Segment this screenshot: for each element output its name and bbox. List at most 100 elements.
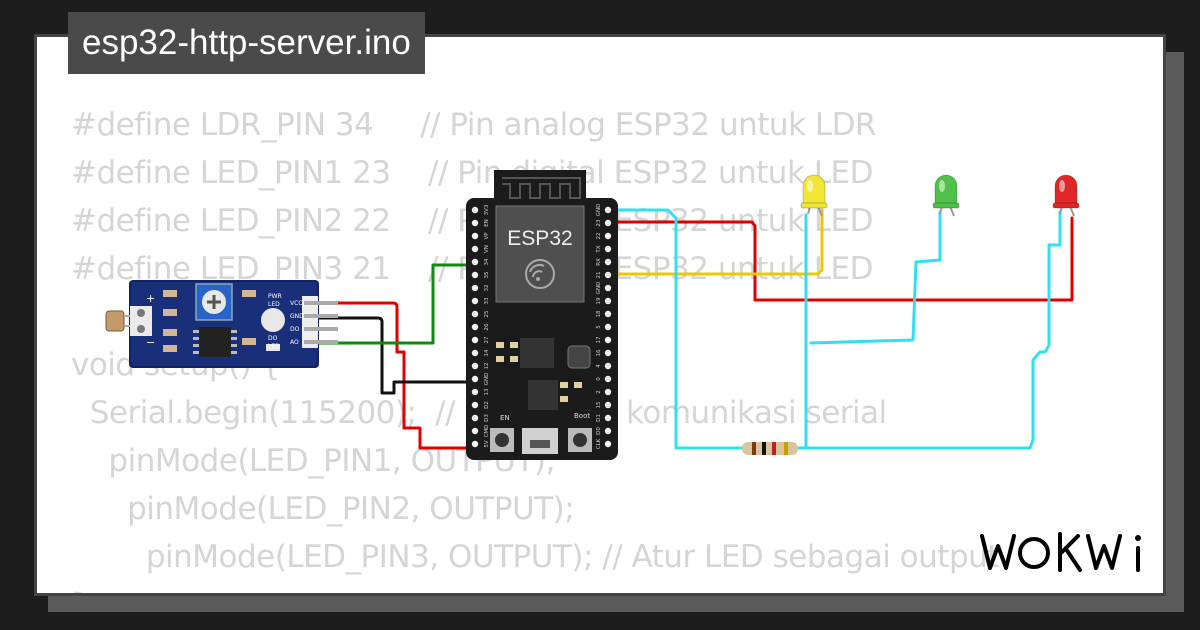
esp32-pin-right[interactable]: [604, 427, 612, 435]
esp32-pin-label: VP: [484, 232, 490, 240]
esp32-pin-label: GND: [596, 282, 602, 295]
wire-green-gnd: [809, 210, 942, 345]
esp32-pin-left[interactable]: [471, 336, 479, 344]
esp32-pin-left[interactable]: [471, 362, 479, 370]
wokwi-logo: [980, 532, 1141, 572]
resistor[interactable]: [742, 442, 798, 455]
svg-text:LED: LED: [268, 301, 280, 308]
esp32-pin-label: 2: [596, 390, 602, 394]
esp32-pin-label: D1: [596, 414, 602, 422]
wire-gnd-common: [606, 208, 747, 450]
esp32-pin-left[interactable]: [471, 440, 479, 448]
esp32-pin-left[interactable]: [471, 427, 479, 435]
esp32-pin-left[interactable]: [471, 414, 479, 422]
ldr-pin[interactable]: [304, 314, 338, 318]
esp32-pin-left[interactable]: [471, 258, 479, 266]
esp32-pin-left[interactable]: [471, 310, 479, 318]
esp32-pin-left[interactable]: [471, 388, 479, 396]
esp32-pin-right[interactable]: [604, 323, 612, 331]
esp32-pin-right[interactable]: [604, 219, 612, 227]
wire-vcc: [316, 301, 477, 450]
ldr-pin[interactable]: [304, 327, 338, 331]
esp32-pin-right[interactable]: [604, 362, 612, 370]
esp32-pin-label: 16: [596, 349, 602, 356]
code-line: #define LDR_PIN 34 // Pin analog ESP32 u…: [71, 107, 877, 143]
ldr-pin-label: DO: [290, 326, 300, 333]
esp32-pin-label: 19: [596, 297, 602, 304]
esp32-pin-left[interactable]: [471, 271, 479, 279]
esp32-pin-right[interactable]: [604, 284, 612, 292]
wires: [316, 208, 1074, 450]
wire-gnd: [316, 316, 477, 395]
ldr-pin[interactable]: [304, 340, 338, 344]
code-line: pinMode(LED_PIN2, OUTPUT);: [71, 491, 575, 527]
wire-resistor-out: [793, 345, 1050, 450]
esp32-pin-label: 18: [596, 310, 602, 317]
esp32-pin-right[interactable]: [604, 336, 612, 344]
esp32-pin-left[interactable]: [471, 219, 479, 227]
esp32-pin-right[interactable]: [604, 375, 612, 383]
svg-text:LED: LED: [268, 343, 280, 350]
esp32-pin-label: 25: [484, 310, 490, 317]
esp32-pin-left[interactable]: [471, 323, 479, 331]
led-green[interactable]: [932, 174, 960, 217]
esp32-pin-label: 17: [596, 336, 602, 343]
esp32-pin-label: D3: [484, 414, 490, 422]
leds: [800, 174, 1080, 217]
esp32-pin-label: 15: [596, 401, 602, 408]
esp32-pin-right[interactable]: [604, 232, 612, 240]
esp32-pin-label: TX: [596, 245, 602, 253]
esp32-pin-right[interactable]: [604, 310, 612, 318]
esp32-pin-left[interactable]: [471, 401, 479, 409]
esp32-pin-label: 3V3: [484, 204, 490, 215]
esp32-pin-label: GND: [484, 373, 490, 386]
esp32-pin-right[interactable]: [604, 388, 612, 396]
esp32-pin-label: 4: [596, 364, 602, 368]
esp32-pin-right[interactable]: [604, 245, 612, 253]
led-red[interactable]: [1052, 174, 1080, 217]
svg-text:EN: EN: [500, 414, 510, 422]
led-yellow[interactable]: [800, 174, 828, 217]
wire-red-gnd: [1047, 210, 1062, 347]
esp32-pin-label: CMD: [484, 425, 490, 438]
esp32-pin-label: 12: [484, 363, 490, 370]
esp32-pin-left[interactable]: [471, 349, 479, 357]
esp32-pin-label: RX: [596, 258, 602, 266]
esp32-pin-right[interactable]: [604, 401, 612, 409]
esp32-pin-left[interactable]: [471, 206, 479, 214]
esp32-pin-right[interactable]: [604, 258, 612, 266]
esp32-pin-left[interactable]: [471, 232, 479, 240]
pwr-led-label: PWR: [268, 293, 282, 300]
esp32-pin-left[interactable]: [471, 297, 479, 305]
ldr-pin-label: GND: [290, 313, 304, 320]
esp32-pin-label: VN: [484, 245, 490, 253]
svg-text:−: −: [146, 336, 155, 349]
code-line: #define LED_PIN1 23 // Pin digital ESP32…: [71, 155, 873, 191]
esp32-pin-label: 33: [484, 297, 490, 304]
esp32-pin-right[interactable]: [604, 206, 612, 214]
esp32-pin-label: 14: [484, 349, 490, 356]
esp32-pin-label: 5V: [484, 440, 490, 447]
esp32-pin-left[interactable]: [471, 245, 479, 253]
code-line: pinMode(LED_PIN3, OUTPUT); // Atur LED s…: [71, 539, 1000, 575]
ldr-pin-label: VCC: [290, 300, 302, 307]
esp32-pin-right[interactable]: [604, 414, 612, 422]
wire-ao: [316, 263, 477, 345]
esp32-board[interactable]: ESP32 EN Boot 3V3ENVPVN34353233252627141…: [466, 170, 618, 460]
ldr-pin[interactable]: [304, 301, 338, 305]
esp32-pin-label: 5: [596, 325, 602, 329]
esp32-pin-label: 27: [484, 336, 490, 343]
esp32-pin-label: D2: [484, 401, 490, 409]
esp32-pin-right[interactable]: [604, 271, 612, 279]
esp32-pin-label: 34: [484, 258, 490, 265]
esp32-pin-label: 23: [596, 219, 602, 226]
esp32-pin-left[interactable]: [471, 375, 479, 383]
esp32-pin-label: 0: [596, 377, 602, 381]
esp32-pin-label: 13: [484, 388, 490, 395]
esp32-pin-right[interactable]: [604, 440, 612, 448]
esp32-pin-left[interactable]: [471, 284, 479, 292]
esp32-pin-right[interactable]: [604, 297, 612, 305]
esp32-pin-right[interactable]: [604, 349, 612, 357]
code-line: }: [71, 587, 91, 593]
